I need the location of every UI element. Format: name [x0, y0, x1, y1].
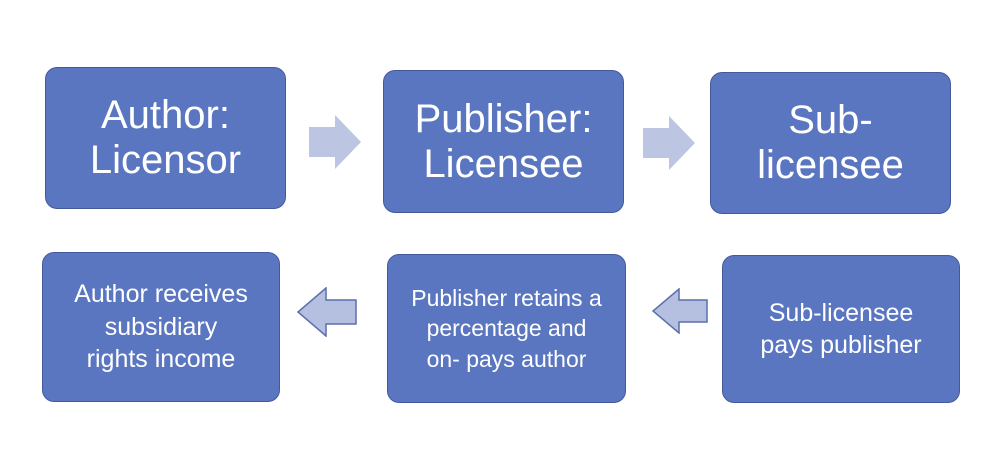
- publisher-licensee-label: Publisher: Licensee: [414, 96, 593, 186]
- arrow-left-icon: [652, 288, 708, 334]
- arrow-right-icon: [643, 116, 695, 170]
- author-receives-box: Author receives subsidiary rights income: [42, 252, 280, 402]
- publisher-licensee-box: Publisher: Licensee: [383, 70, 624, 213]
- sub-licensee-label: Sub- licensee: [757, 98, 904, 187]
- sub-licensee-box: Sub- licensee: [710, 72, 951, 214]
- arrow-right-icon: [309, 115, 361, 169]
- author-licensor-box: Author: Licensor: [45, 67, 286, 209]
- publisher-retains-box: Publisher retains a percentage and on- p…: [387, 254, 626, 403]
- author-licensor-label: Author: Licensor: [89, 93, 242, 182]
- arrow-left-icon: [297, 287, 357, 337]
- sub-licensee-pays-label: Sub-licensee pays publisher: [760, 298, 922, 360]
- sub-licensee-pays-box: Sub-licensee pays publisher: [722, 255, 960, 403]
- author-receives-label: Author receives subsidiary rights income: [74, 280, 248, 374]
- publisher-retains-label: Publisher retains a percentage and on- p…: [411, 284, 602, 372]
